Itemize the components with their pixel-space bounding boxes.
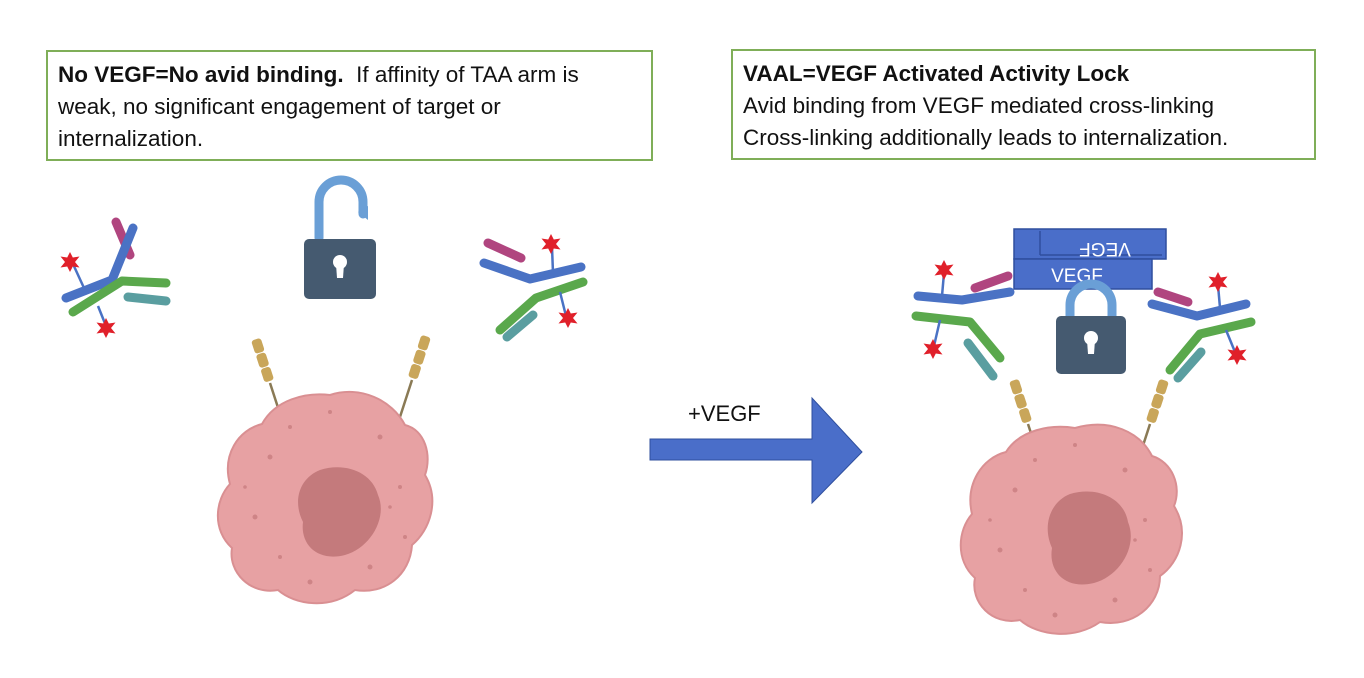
locked-padlock-icon	[1056, 279, 1126, 374]
toxin-payload-icon	[96, 318, 116, 338]
toxin-payload-icon	[541, 234, 561, 254]
no-vegf-caption-box: No VEGF=No avid binding. If affinity of …	[46, 50, 653, 161]
vegf-label-inverted: VEGF	[1079, 238, 1131, 259]
vaal-title: VAAL=VEGF Activated Activity Lock	[743, 61, 1130, 86]
toxin-payload-icon	[1227, 345, 1247, 365]
arrow-label: +VEGF	[688, 401, 761, 426]
antibody-right-2	[1147, 272, 1256, 383]
no-vegf-text-line3: internalization.	[58, 126, 204, 151]
vaal-text-line2: Cross-linking additionally leads to inte…	[743, 125, 1229, 150]
toxin-payload-icon	[1208, 272, 1228, 292]
toxin-payload-icon	[934, 260, 954, 280]
vaal-caption-box: VAAL=VEGF Activated Activity Lock Avid b…	[731, 49, 1316, 160]
vegf-arrow	[649, 396, 863, 505]
vaal-text-line1: Avid binding from VEGF mediated cross-li…	[743, 93, 1215, 118]
no-vegf-text-line2: weak, no significant engagement of targe…	[58, 94, 501, 119]
tumor-cell-icon	[216, 390, 434, 605]
tumor-cell-icon	[959, 423, 1183, 635]
toxin-payload-icon	[923, 339, 943, 359]
antibody-left-1	[60, 217, 171, 338]
antibody-right-1	[911, 260, 1015, 381]
toxin-payload-icon	[558, 308, 578, 328]
no-vegf-text-line1: If affinity of TAA arm is	[343, 62, 579, 87]
no-vegf-title: No VEGF=No avid binding.	[58, 62, 344, 87]
antibody-left-2	[479, 234, 588, 342]
unlocked-padlock-icon	[304, 175, 376, 299]
